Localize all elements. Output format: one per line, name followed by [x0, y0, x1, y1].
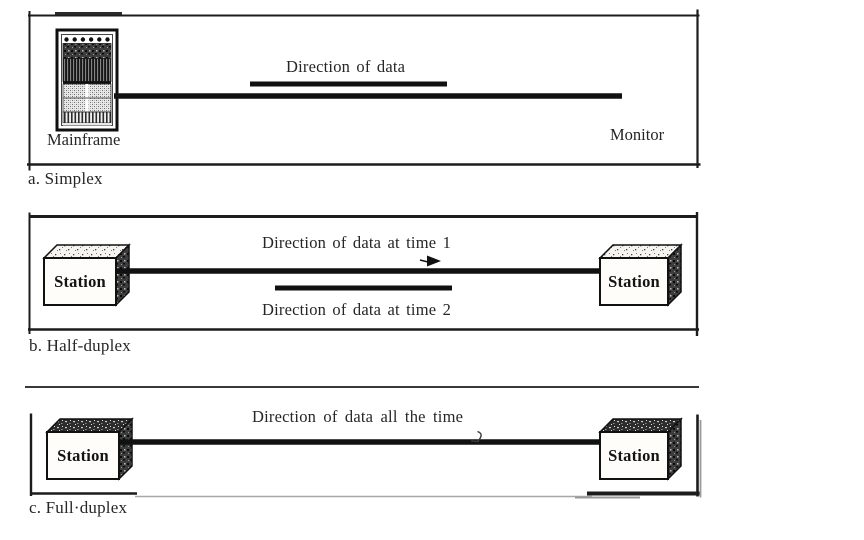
- monitor-label: Monitor: [610, 125, 665, 144]
- panel-c-caption: c. Full·duplex: [29, 498, 128, 517]
- station-box-icon: [598, 417, 683, 481]
- panel-b-links: [116, 268, 601, 291]
- panel-b-caption: b. Half-duplex: [29, 336, 131, 355]
- full-duplex-flow-label: Direction of data all the time: [252, 407, 464, 426]
- station-label: Station: [608, 272, 660, 291]
- panel-a-caption: a. Simplex: [28, 169, 103, 188]
- station-label: Station: [608, 446, 660, 465]
- half-duplex-flow1-label: Direction of data at time 1: [262, 233, 452, 252]
- mainframe-label: Mainframe: [47, 130, 121, 149]
- mainframe-tower-icon: [55, 28, 119, 132]
- panel-a-links: [114, 81, 622, 99]
- station-label: Station: [54, 272, 106, 291]
- panel-b-frame: [28, 212, 699, 336]
- station-box-icon: [45, 417, 134, 481]
- half-duplex-flow2-label: Direction of data at time 2: [262, 300, 452, 319]
- station-box-icon: [42, 243, 131, 307]
- panel-c-frame: [25, 386, 702, 499]
- station-box-icon: [598, 243, 683, 307]
- station-label: Station: [57, 446, 109, 465]
- small-hook-mark: [470, 430, 482, 443]
- panel-a-frame: [27, 9, 701, 171]
- simplex-flow-label: Direction of data: [286, 57, 406, 76]
- right-arrowhead-icon: [419, 255, 441, 267]
